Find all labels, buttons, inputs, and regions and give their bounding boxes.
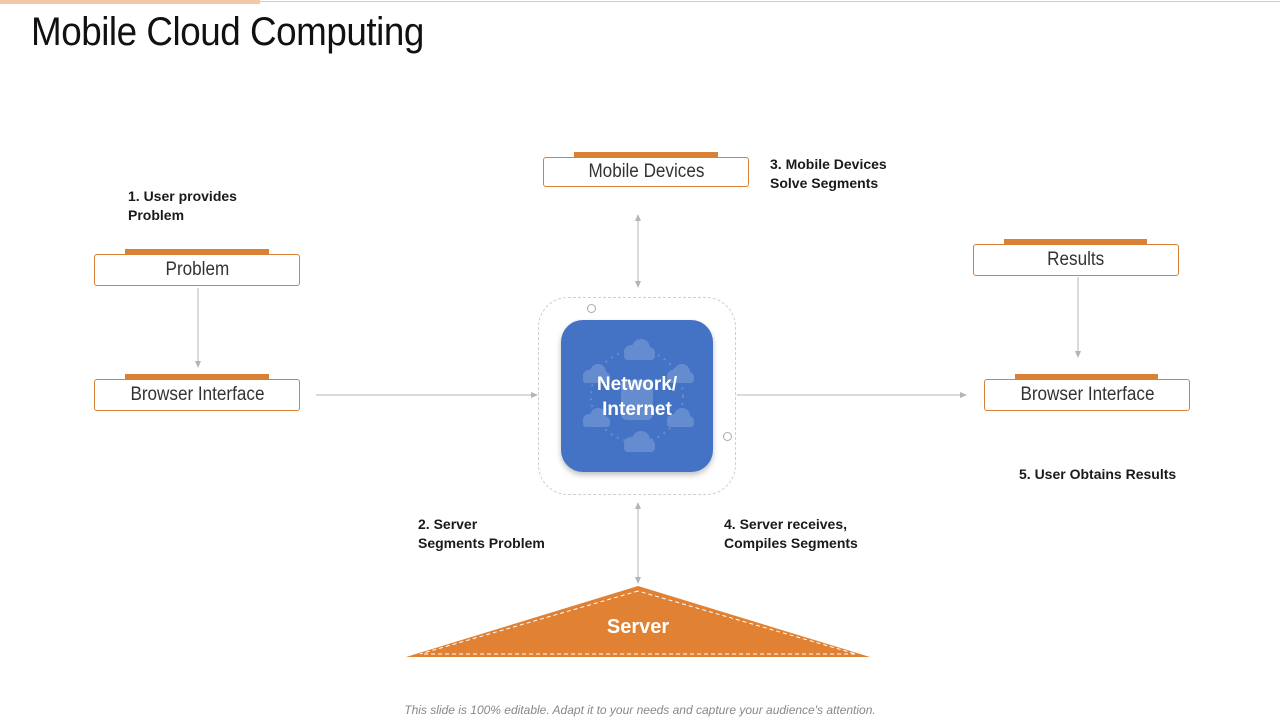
- browser-interface-right-label: Browser Interface: [1019, 384, 1155, 405]
- cloud-network-icon: [583, 339, 694, 452]
- mobile-devices-box: Mobile Devices: [543, 157, 749, 187]
- top-rule: [260, 1, 1280, 2]
- step-4-note: 4. Server receives,Compiles Segments: [724, 516, 858, 551]
- browser-left-tab: [125, 374, 269, 379]
- network-internet-label: Network/Internet: [596, 374, 678, 420]
- problem-tab: [125, 249, 269, 254]
- mobile-devices-label: Mobile Devices: [588, 161, 704, 182]
- server-label: Server: [606, 616, 670, 638]
- problem-box: Problem: [94, 254, 300, 286]
- top-accent-bar: [0, 0, 260, 4]
- browser-interface-left-label: Browser Interface: [129, 384, 265, 405]
- network-hub-frame: [538, 297, 736, 495]
- server-triangle-dashed-outline: [419, 590, 857, 655]
- hub-frame-dot-right: [723, 432, 732, 441]
- problem-label: Problem: [165, 259, 229, 280]
- page-title: Mobile Cloud Computing: [31, 10, 424, 54]
- results-label: Results: [1047, 249, 1105, 270]
- mobile-devices-tab: [574, 152, 718, 157]
- browser-right-tab: [1015, 374, 1158, 379]
- hub-frame-dot-top: [587, 304, 596, 313]
- network-hub-tile: [561, 320, 713, 472]
- results-box: Results: [973, 244, 1179, 276]
- results-tab: [1004, 239, 1147, 244]
- browser-interface-right-box: Browser Interface: [984, 379, 1190, 411]
- browser-interface-left-box: Browser Interface: [94, 379, 300, 411]
- server-triangle: [406, 586, 870, 657]
- footer-note: This slide is 100% editable. Adapt it to…: [404, 703, 876, 717]
- step-5-note: 5. User Obtains Results: [1019, 466, 1177, 482]
